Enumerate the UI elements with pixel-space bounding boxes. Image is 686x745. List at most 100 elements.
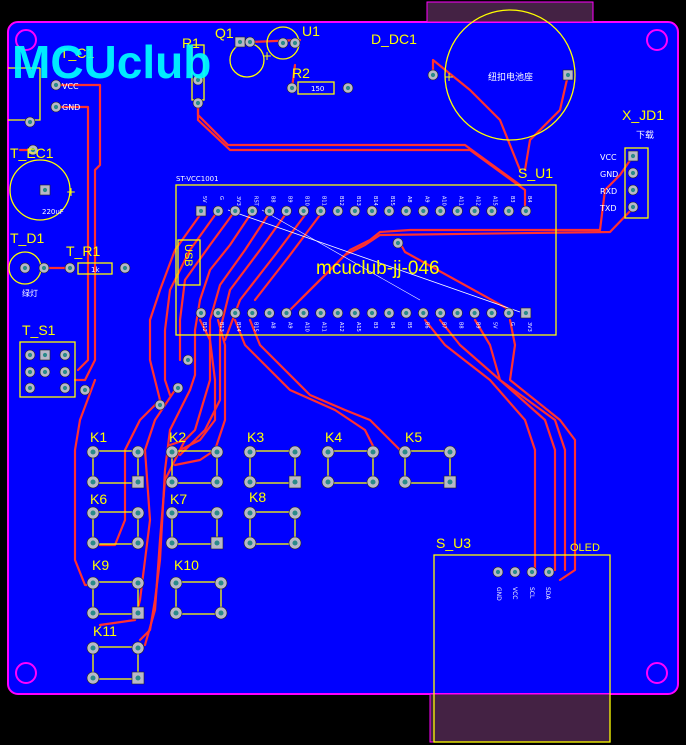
module-bottom-pin [486, 307, 498, 319]
key-pin [86, 475, 100, 489]
polarity-plus: + [66, 185, 76, 199]
label-x-jd1-sub: 下载 [636, 129, 654, 141]
pad [24, 366, 36, 378]
key-pin [131, 671, 145, 685]
label-d-dc1: D_DC1 [371, 31, 417, 47]
key-pin [165, 445, 179, 459]
label-k5: K5 [405, 429, 422, 445]
label-t-r1-value: 1k [91, 266, 100, 274]
module-top-pin-label: B4 [526, 196, 532, 203]
key-pin [165, 506, 179, 520]
module-top-pin [315, 205, 327, 217]
mount-hole-br [646, 662, 668, 684]
label-u1: U1 [302, 23, 320, 39]
key-pin [86, 445, 100, 459]
key-switch-k3[interactable] [249, 450, 296, 484]
pad [562, 69, 574, 81]
module-top-pin-label: B3 [509, 196, 515, 203]
module-bottom-pin-label: B12 [201, 322, 207, 332]
module-bottom-pin-label: A8 [269, 322, 275, 329]
key-switch-k4[interactable] [327, 450, 374, 484]
usb-outline [177, 239, 201, 286]
module-bottom-pin-label: 3V3 [526, 322, 532, 332]
key-pin [210, 445, 224, 459]
key-switch-k10[interactable] [175, 581, 222, 615]
key-switch-k2[interactable] [171, 450, 218, 484]
module-top-pin [435, 205, 446, 217]
key-pin [288, 445, 302, 459]
pad [192, 97, 204, 109]
key-pin [165, 475, 179, 489]
battery-holder-outline [444, 9, 576, 141]
key-pin [243, 445, 257, 459]
module-top-pin-label: B10 [304, 196, 310, 206]
module-bottom-pin-label: B9 [475, 322, 481, 329]
pad [64, 262, 76, 274]
label-t-r1: T_R1 [66, 243, 100, 259]
module-bottom-pin-label: G [509, 322, 515, 326]
key-switch-k1[interactable] [92, 450, 139, 484]
pad [39, 184, 51, 196]
module-bottom-pin [281, 307, 292, 319]
label-x-jd1: X_JD1 [622, 107, 664, 123]
t-c1-outline [8, 67, 41, 121]
label-k6: K6 [90, 491, 107, 507]
module-top-pin [229, 205, 241, 217]
module-bottom-pin-label: A11 [321, 322, 327, 332]
board-substrate [7, 21, 679, 695]
module-s-u1-outline [175, 184, 557, 336]
key-pin [86, 671, 100, 685]
key-pin [214, 576, 228, 590]
pad [192, 74, 204, 86]
pad [39, 366, 51, 378]
module-top-pin [349, 205, 361, 217]
key-pin [169, 576, 183, 590]
label-oled-pin-3: SCL [528, 587, 535, 599]
t-ec1-outline [9, 159, 71, 221]
key-pin [86, 576, 100, 590]
module-bottom-pin [520, 307, 532, 319]
pad [286, 82, 298, 94]
module-bottom-pin [469, 307, 480, 319]
key-switch-k9[interactable] [92, 581, 139, 615]
key-pin [86, 606, 100, 620]
module-bottom-pin [229, 307, 241, 319]
label-oled: OLED [570, 542, 600, 554]
module-bottom-pin-label: B5 [406, 322, 412, 329]
key-switch-k7[interactable] [171, 511, 218, 545]
pad [277, 37, 289, 49]
module-bottom-pin-label: 5V [492, 322, 498, 329]
module-top-pin [264, 205, 275, 217]
key-switch-k11[interactable] [92, 646, 139, 680]
key-pin [131, 506, 145, 520]
label-x-txd: TXD [599, 204, 617, 213]
label-module-top: ST-VCC1001 [176, 175, 219, 183]
module-top-pin-label: 5V [201, 196, 207, 203]
pad [244, 36, 256, 48]
label-k2: K2 [169, 429, 186, 445]
module-bottom-pin [417, 307, 429, 319]
module-top-pin-label: 3V3 [235, 196, 241, 206]
module-bottom-pin-label: B15 [252, 322, 258, 332]
key-switch-k8[interactable] [249, 511, 296, 545]
pad [39, 349, 51, 361]
module-bottom-pin-label: B3 [372, 322, 378, 329]
module-bottom-pin [400, 307, 412, 319]
oled-pin [492, 566, 504, 578]
pad [427, 69, 439, 81]
key-pin [169, 606, 183, 620]
key-pin [443, 445, 457, 459]
label-x-rxd: RXD [600, 187, 617, 196]
module-top-pin-label: B11 [321, 196, 327, 206]
key-pin [288, 506, 302, 520]
key-switch-k6[interactable] [92, 511, 139, 545]
module-top-pin-label: B8 [269, 196, 275, 203]
key-switch-k5[interactable] [404, 450, 451, 484]
x-jd1-header-outline [624, 147, 649, 219]
module-top-pin-label: A10 [440, 196, 446, 206]
module-bottom-pin-label: B7 [440, 322, 446, 329]
module-bottom-pin [349, 307, 361, 319]
t-s1-outline [19, 341, 76, 398]
key-pin [131, 606, 145, 620]
label-oled-pin-4: SDA [544, 587, 551, 600]
